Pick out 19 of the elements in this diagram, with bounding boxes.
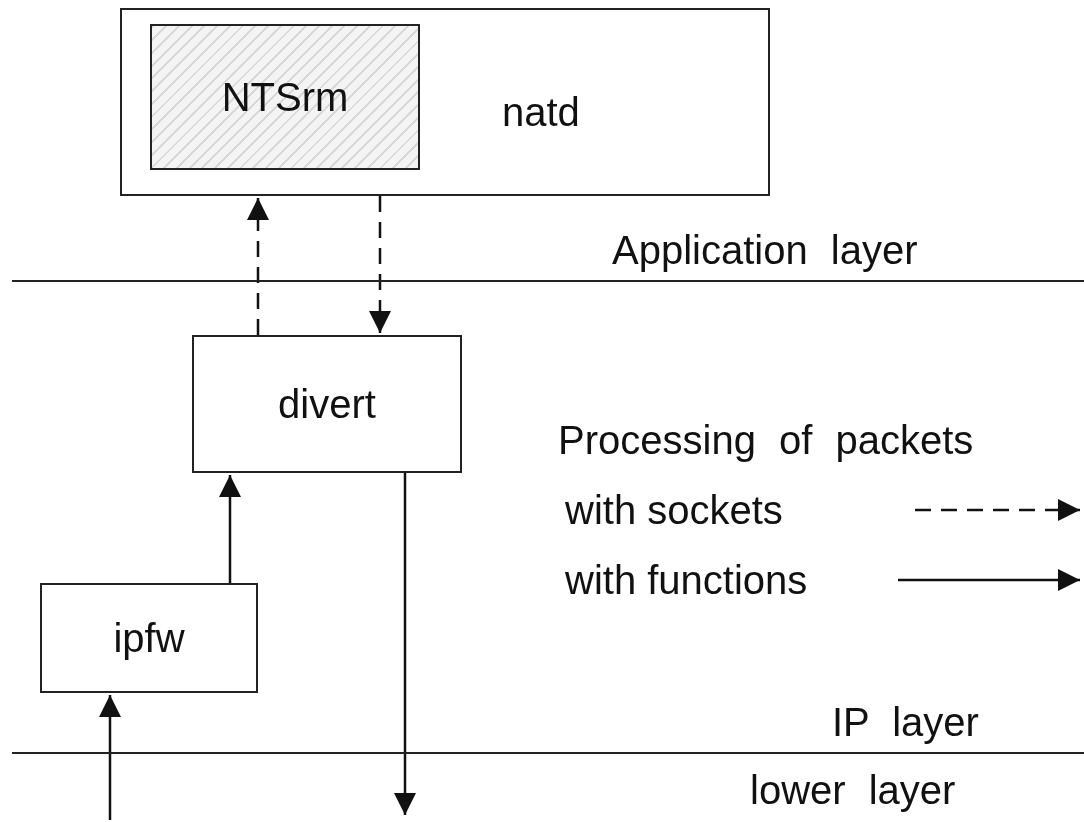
dashed-arrow xyxy=(369,196,391,333)
dashed-arrow xyxy=(247,198,269,335)
process-box xyxy=(120,8,770,196)
layer-label: IP layer xyxy=(832,702,979,742)
legend-label: with sockets xyxy=(565,490,783,530)
node-label: NTSrm xyxy=(221,77,349,117)
legend-label: with functions xyxy=(565,560,808,600)
layer-label: lower layer xyxy=(750,770,956,810)
process-box xyxy=(40,583,258,693)
layer-label: Application layer xyxy=(612,230,918,270)
arrow xyxy=(394,473,416,815)
node-label: divert xyxy=(278,384,376,424)
process-box xyxy=(192,335,462,473)
node-label: ipfw xyxy=(113,618,185,658)
arrow xyxy=(219,475,241,583)
node-label: natd xyxy=(502,92,580,132)
arrow xyxy=(99,695,121,820)
hatched-module-box xyxy=(150,24,420,170)
legend-title: Processing of packets xyxy=(558,420,974,460)
